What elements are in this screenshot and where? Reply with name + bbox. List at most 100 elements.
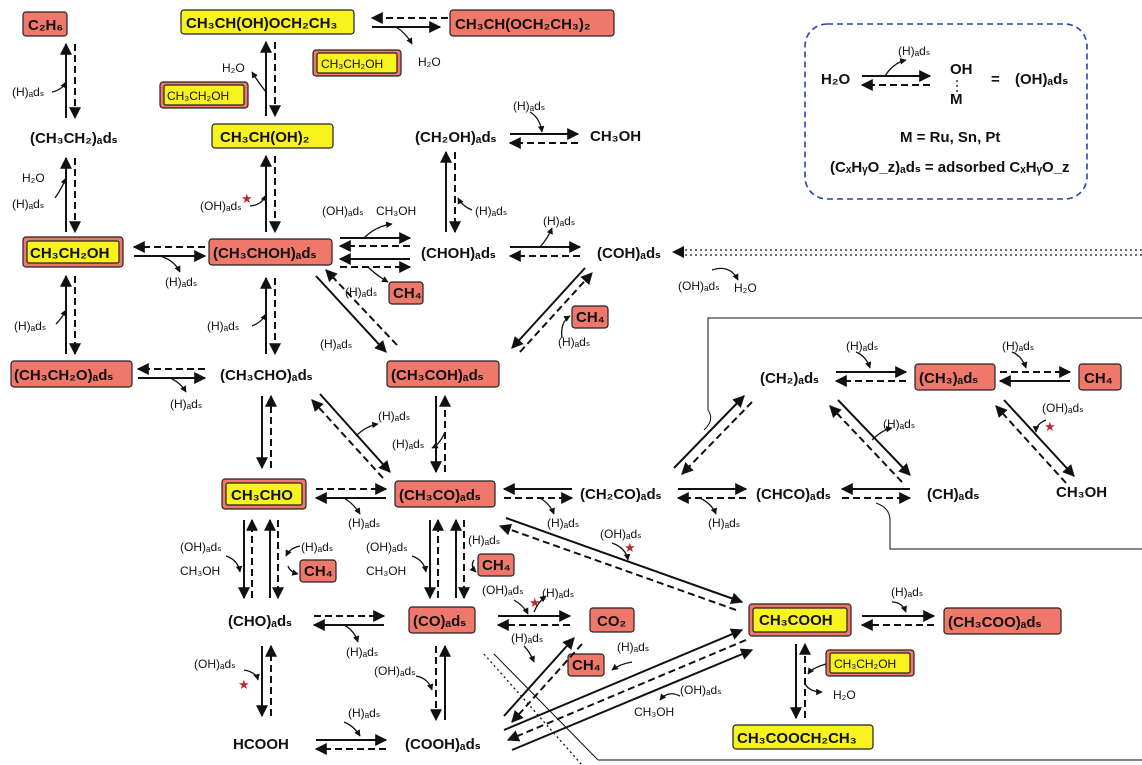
- h-ads-label: (H)ₐdₛ: [378, 409, 410, 423]
- species-ch-ads: (CH)ₐdₛ: [927, 486, 979, 503]
- h-ads-label: (H)ₐdₛ: [547, 516, 579, 530]
- oh-ads-label: (OH)ₐdₛ: [194, 657, 236, 671]
- species-acetaldehyde: CH₃CHO: [231, 487, 293, 504]
- species-ketene-ads: (CH₂CO)ₐdₛ: [580, 486, 662, 503]
- species-co2: CO₂: [597, 613, 626, 630]
- species-labels: C₂H₆ CH₃CH(OH)OCH₂CH₃ CH₃CH(OCH₂CH₃)₂ CH…: [14, 15, 1113, 753]
- species-co-ads: (CO)ₐdₛ: [413, 613, 466, 630]
- h-ads-label: (H)ₐdₛ: [170, 397, 202, 411]
- species-acetal: CH₃CH(OCH₂CH₃)₂: [455, 16, 591, 33]
- methanol-label: CH₃OH: [366, 564, 406, 578]
- legend-m: M: [950, 91, 963, 108]
- species-ch3oh-1: CH₃OH: [590, 128, 641, 145]
- coreactant-labels: H₂O H₂O (H)ₐdₛ (H)ₐdₛ H₂O (H)ₐdₛ (OH)ₐdₛ…: [12, 55, 1084, 720]
- water-label: H₂O: [22, 171, 45, 185]
- h-ads-label: (H)ₐdₛ: [320, 337, 352, 351]
- legend-equals: =: [991, 71, 1000, 88]
- species-chco-ads: (CHCO)ₐdₛ: [756, 486, 831, 503]
- h-ads-label: (H)ₐdₛ: [846, 339, 878, 353]
- species-ethoxy-ads: (CH₃CH₂O)ₐdₛ: [14, 367, 113, 384]
- h-ads-label: (H)ₐdₛ: [346, 645, 378, 659]
- h-ads-label: (H)ₐdₛ: [345, 285, 377, 299]
- catalyst-stars: ★ ★ ★ ★ ★: [238, 191, 1056, 692]
- legend-oh-top: OH: [950, 61, 973, 78]
- h-ads-label: (H)ₐdₛ: [475, 204, 507, 218]
- star-icon: ★: [529, 595, 541, 610]
- oh-ads-label: (OH)ₐdₛ: [180, 540, 222, 554]
- water-label: H₂O: [734, 281, 757, 295]
- oh-ads-label: (OH)ₐdₛ: [374, 664, 416, 678]
- h-ads-label: (H)ₐdₛ: [165, 275, 197, 289]
- species-boxes: [10, 9, 1122, 750]
- species-ch3oh-2: CH₃OH: [1056, 484, 1107, 501]
- species-ch3coh-ads: (CH₃COH)ₐdₛ: [391, 367, 484, 384]
- oh-ads-label: (OH)ₐdₛ: [482, 583, 524, 597]
- legend-h-ads: (H)ₐdₛ: [898, 44, 930, 58]
- species-ch3choh-ads: (CH₃CHOH)ₐdₛ: [213, 245, 317, 262]
- species-c2h6: C₂H₆: [28, 17, 63, 34]
- species-coh-ads: (COH)ₐdₛ: [597, 245, 661, 262]
- species-acetyl-ads: (CH₃CO)ₐdₛ: [399, 487, 481, 504]
- legend-frame: [804, 23, 1088, 200]
- species-acetate-ads: (CH₃COO)ₐdₛ: [948, 614, 1042, 631]
- water-label: H₂O: [833, 688, 856, 702]
- methanol-label: CH₃OH: [376, 204, 416, 218]
- methanol-label: CH₃OH: [634, 705, 674, 719]
- oh-ads-label: (OH)ₐdₛ: [200, 199, 242, 213]
- star-icon: ★: [238, 677, 250, 692]
- oh-ads-label: (OH)ₐdₛ: [678, 279, 720, 293]
- species-ch4-6: CH₄: [572, 657, 601, 674]
- species-ch4-2: CH₄: [576, 309, 605, 326]
- legend-adsorbed-definition: (CₓHᵧO_z)ₐdₛ = adsorbed CₓHᵧO_z: [830, 159, 1070, 176]
- species-ch3cho-ads: (CH₃CHO)ₐdₛ: [220, 367, 313, 384]
- h-ads-label: (H)ₐdₛ: [12, 197, 44, 211]
- species-formic-acid: HCOOH: [233, 736, 289, 753]
- h-ads-label: (H)ₐdₛ: [542, 586, 574, 600]
- h-ads-label: (H)ₐdₛ: [207, 319, 239, 333]
- legend-h2o: H₂O: [821, 71, 850, 88]
- oh-ads-label: (OH)ₐdₛ: [680, 683, 722, 697]
- species-ethanol-small-1: CH₃CH₂OH: [321, 57, 383, 71]
- species-acetic-acid: CH₃COOH: [759, 612, 833, 629]
- species-choh-ads: (CHOH)ₐdₛ: [421, 245, 496, 262]
- legend: H₂O (H)ₐdₛ OH M = (OH)ₐdₛ M = Ru, Sn, Pt…: [804, 23, 1088, 200]
- species-cho-ads: (CHO)ₐdₛ: [228, 613, 292, 630]
- species-ch4-1: CH₄: [393, 285, 422, 302]
- species-ch4-4: CH₄: [304, 563, 333, 580]
- methanol-label: CH₃OH: [180, 564, 220, 578]
- star-icon: ★: [624, 540, 636, 555]
- species-ethanol-small-3: CH₃CH₂OH: [834, 657, 896, 671]
- h-ads-label: (H)ₐdₛ: [617, 640, 649, 654]
- species-ch4-5: CH₄: [482, 557, 511, 574]
- legend-metals: M = Ru, Sn, Pt: [900, 129, 1000, 146]
- h-ads-label: (H)ₐdₛ: [511, 631, 543, 645]
- species-ch2-ads: (CH₂)ₐdₛ: [760, 370, 819, 387]
- h-ads-label: (H)ₐdₛ: [14, 319, 46, 333]
- h-ads-label: (H)ₐdₛ: [708, 516, 740, 530]
- h-ads-label: (H)ₐdₛ: [513, 99, 545, 113]
- species-ch4-3: CH₄: [1084, 370, 1113, 387]
- legend-oh-ads: (OH)ₐdₛ: [1015, 71, 1068, 88]
- star-icon: ★: [1044, 419, 1056, 434]
- h-ads-label: (H)ₐdₛ: [468, 533, 500, 547]
- species-gem-diol: CH₃CH(OH)₂: [220, 129, 309, 146]
- h-ads-label: (H)ₐdₛ: [348, 516, 380, 530]
- star-icon: ★: [241, 191, 253, 206]
- h-ads-label: (H)ₐdₛ: [558, 335, 590, 349]
- species-ch2oh-ads: (CH₂OH)ₐdₛ: [415, 129, 497, 146]
- oh-ads-label: (OH)ₐdₛ: [322, 204, 364, 218]
- h-ads-label: (H)ₐdₛ: [1002, 339, 1034, 353]
- species-ethyl-acetate: CH₃COOCH₂CH₃: [737, 730, 857, 747]
- h-ads-label: (H)ₐdₛ: [348, 706, 380, 720]
- oh-ads-label: (OH)ₐdₛ: [600, 527, 642, 541]
- species-ch3-ads: (CH₃)ₐdₛ: [919, 370, 978, 387]
- h-ads-label: (H)ₐdₛ: [392, 437, 424, 451]
- species-ethyl-ads: (CH₃CH₂)ₐdₛ: [30, 130, 118, 147]
- oh-ads-label: (OH)ₐdₛ: [1042, 401, 1084, 415]
- reaction-arrows: [51, 12, 1142, 765]
- h-ads-label: (H)ₐdₛ: [301, 540, 333, 554]
- species-ethanol: CH₃CH₂OH: [30, 245, 109, 262]
- species-hemiacetal: CH₃CH(OH)OCH₂CH₃: [186, 15, 337, 32]
- water-label: H₂O: [222, 61, 245, 75]
